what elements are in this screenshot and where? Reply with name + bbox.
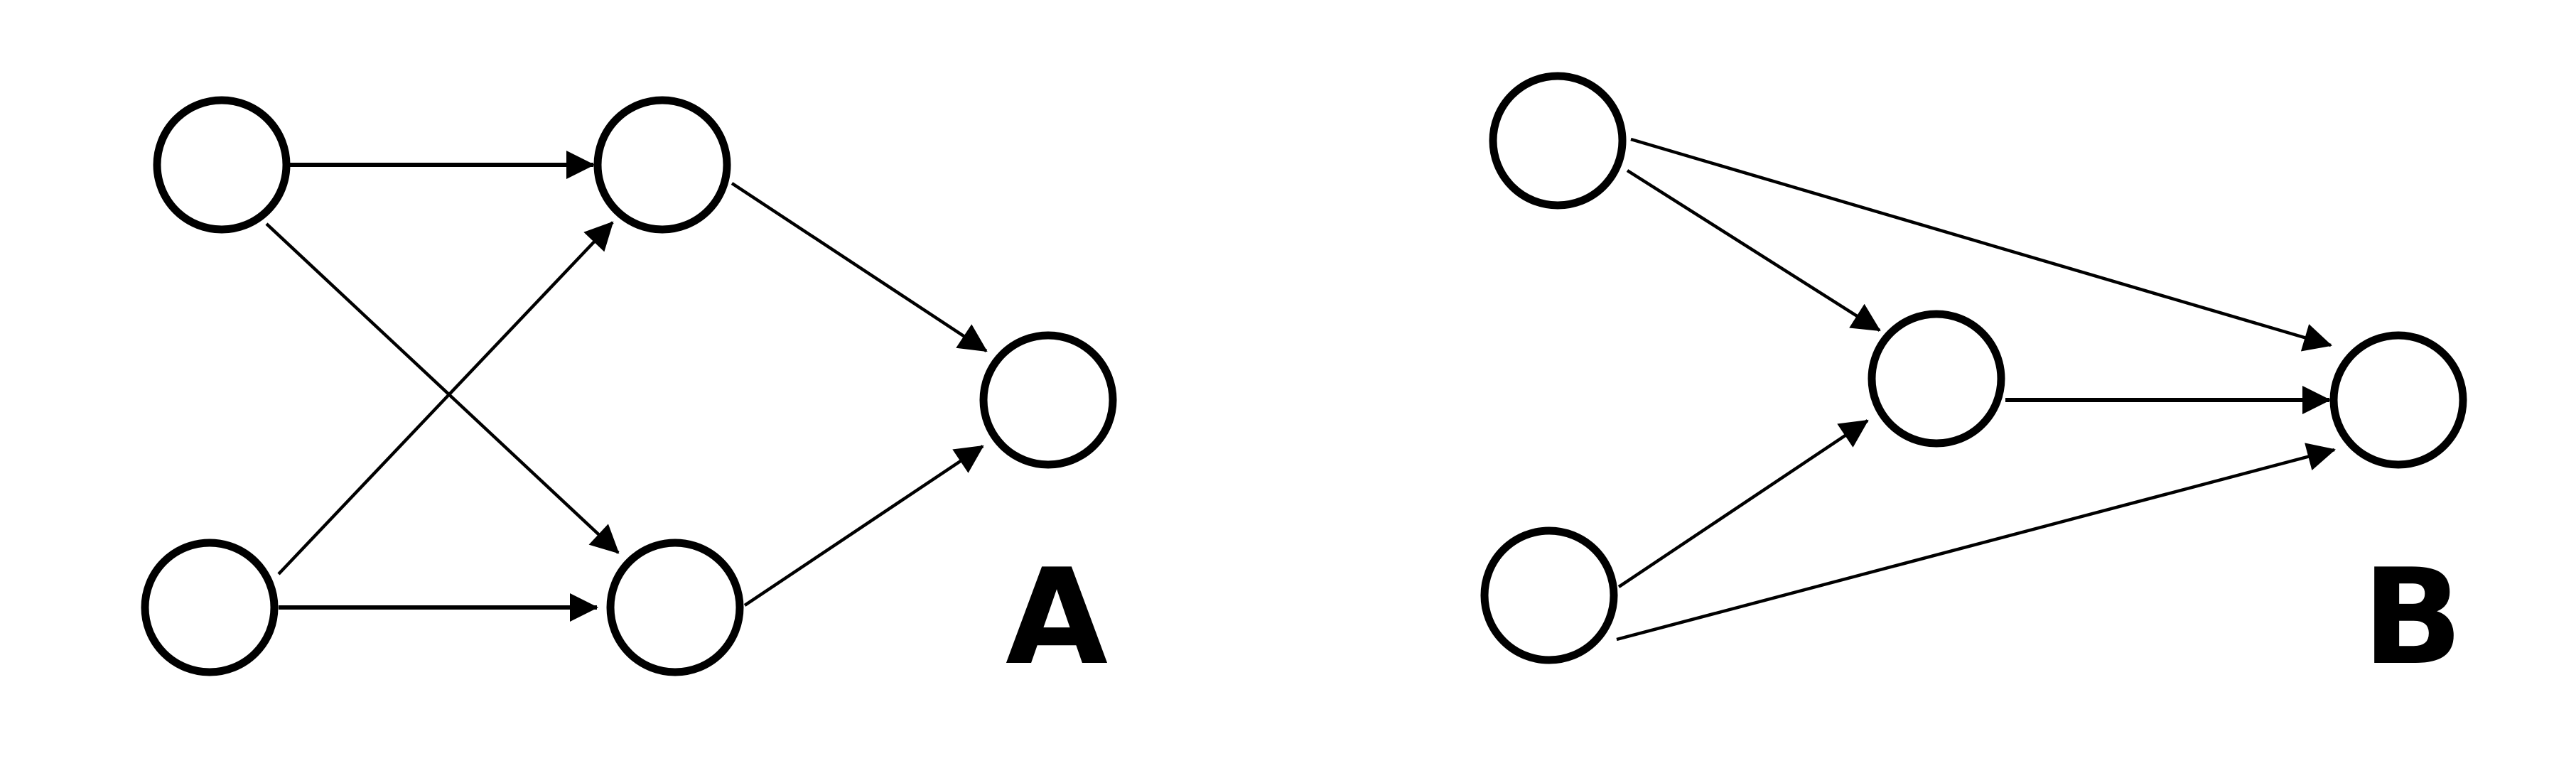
node-b-output — [2329, 331, 2467, 469]
diagram-a-nodes — [141, 96, 1117, 676]
diagram-b-nodes — [1480, 72, 2467, 664]
edge-a-input-top-to-hidden-bottom — [265, 222, 620, 554]
node-a-input-bottom — [141, 539, 279, 676]
diagram-a-edges — [265, 151, 988, 622]
edge-a-hidden-bottom-to-output — [743, 445, 984, 607]
edge-b-input-top-to-output — [1630, 137, 2332, 352]
node-a-hidden-top — [593, 96, 731, 234]
node-a-input-top — [153, 96, 291, 234]
diagram-b-label: B — [2362, 540, 2463, 694]
edge-a-input-bottom-to-hidden-top — [277, 221, 614, 575]
diagram-a: A — [141, 96, 1117, 694]
node-a-output — [979, 331, 1117, 469]
edge-b-input-bottom-to-output — [1616, 443, 2336, 642]
edge-b-input-top-to-hidden — [1626, 169, 1881, 332]
edge-b-input-bottom-to-hidden — [1617, 419, 1869, 588]
diagram-a-label: A — [1006, 540, 1108, 694]
diagram-b: B — [1480, 72, 2467, 694]
node-b-input-bottom — [1480, 526, 1618, 664]
edge-a-hidden-top-to-output — [731, 182, 988, 352]
node-b-input-top — [1489, 72, 1627, 210]
node-a-hidden-bottom — [606, 539, 744, 676]
diagram-b-edges — [1616, 137, 2336, 642]
node-b-hidden — [1868, 310, 2005, 448]
